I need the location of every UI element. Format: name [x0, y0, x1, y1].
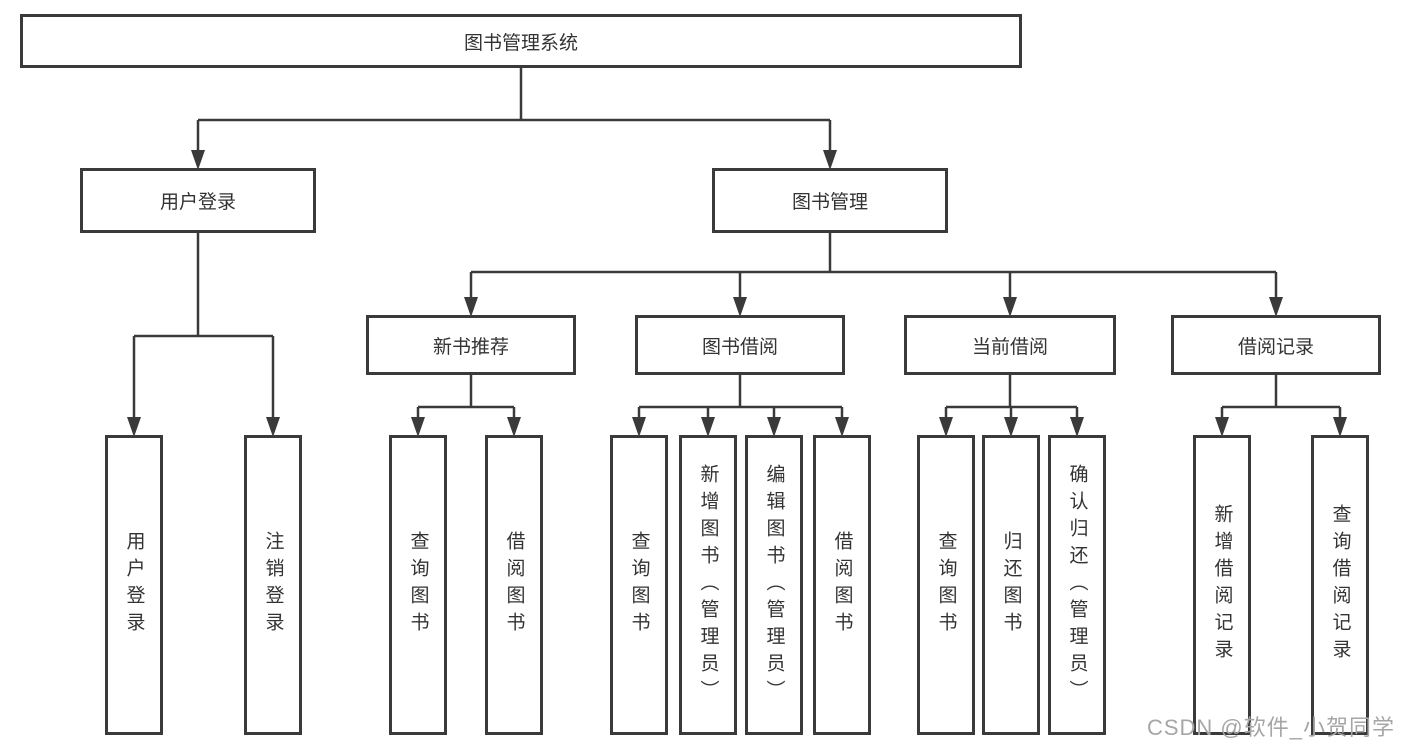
arrow-down-icon — [1215, 417, 1229, 437]
leaf-logout-login: 注销登录 — [244, 435, 302, 735]
leaf-edit-books-admin-label: 编辑图书（管理员） — [763, 463, 785, 707]
arrow-down-icon — [464, 297, 478, 317]
leaf-logout-login-label: 注销登录 — [262, 531, 284, 639]
node-borrow-records: 借阅记录 — [1171, 315, 1381, 375]
arrow-down-icon — [127, 417, 141, 437]
arrow-down-icon — [632, 417, 646, 437]
arrow-down-icon — [835, 417, 849, 437]
connector-path — [637, 375, 844, 419]
leaf-return-books-label: 归还图书 — [1000, 531, 1022, 639]
node-new-book-recommend: 新书推荐 — [366, 315, 576, 375]
node-root-label: 图书管理系统 — [463, 32, 578, 54]
leaf-recommend-borrow-books-label: 借阅图书 — [503, 531, 525, 639]
connector-current-borrow-to-leaves — [939, 375, 1084, 437]
leaf-edit-books-admin: 编辑图书（管理员） — [745, 435, 803, 735]
arrow-down-icon — [767, 417, 781, 437]
leaf-add-books-admin-label: 新增图书（管理员） — [697, 463, 719, 707]
node-book-borrow-label: 图书借阅 — [701, 336, 778, 358]
csdn-watermark: CSDN @软件_小贺同学 — [1146, 715, 1395, 740]
leaf-recommend-query-books-label: 查询图书 — [407, 531, 429, 639]
arrow-down-icon — [1070, 417, 1084, 437]
connector-root-to-level2 — [191, 68, 837, 170]
leaf-add-books-admin: 新增图书（管理员） — [679, 435, 737, 735]
arrow-down-icon — [411, 417, 425, 437]
node-root: 图书管理系统 — [20, 14, 1022, 68]
arrow-down-icon — [266, 417, 280, 437]
arrow-down-icon — [507, 417, 521, 437]
leaf-query-borrow-record: 查询借阅记录 — [1311, 435, 1369, 735]
leaf-query-borrow-record-label: 查询借阅记录 — [1329, 504, 1351, 666]
leaf-borrow-query-books: 查询图书 — [610, 435, 668, 735]
node-book-borrow: 图书借阅 — [635, 315, 845, 375]
leaf-user-login-label: 用户登录 — [123, 531, 145, 639]
leaf-recommend-borrow-books: 借阅图书 — [485, 435, 543, 735]
leaf-current-query-books: 查询图书 — [917, 435, 975, 735]
node-current-borrow: 当前借阅 — [904, 315, 1116, 375]
connector-path — [1220, 375, 1342, 419]
arrow-down-icon — [1003, 297, 1017, 317]
connector-path — [196, 68, 832, 152]
connector-borrow-records-to-leaves — [1215, 375, 1347, 437]
connector-path — [944, 375, 1079, 419]
connector-path — [132, 233, 275, 419]
arrow-down-icon — [191, 150, 205, 170]
connector-path — [416, 375, 516, 419]
arrow-down-icon — [1269, 297, 1283, 317]
leaf-current-query-books-label: 查询图书 — [935, 531, 957, 639]
leaf-add-borrow-record-label: 新增借阅记录 — [1211, 504, 1233, 666]
leaf-confirm-return-admin-label: 确认归还（管理员） — [1066, 463, 1088, 707]
arrow-down-icon — [1004, 417, 1018, 437]
leaf-add-borrow-record: 新增借阅记录 — [1193, 435, 1251, 735]
leaf-confirm-return-admin: 确认归还（管理员） — [1048, 435, 1106, 735]
arrow-down-icon — [939, 417, 953, 437]
leaf-borrow-books-label: 借阅图书 — [831, 531, 853, 639]
node-book-management-label: 图书管理 — [791, 192, 868, 213]
arrow-down-icon — [823, 150, 837, 170]
node-user-login-label: 用户登录 — [159, 192, 236, 213]
leaf-borrow-books: 借阅图书 — [813, 435, 871, 735]
leaf-recommend-query-books: 查询图书 — [389, 435, 447, 735]
connector-new-book-recommend-to-leaves — [411, 375, 521, 437]
connector-book-borrow-to-leaves — [632, 375, 849, 437]
arrow-down-icon — [701, 417, 715, 437]
leaf-return-books: 归还图书 — [982, 435, 1040, 735]
arrow-down-icon — [1333, 417, 1347, 437]
node-book-management: 图书管理 — [712, 168, 948, 233]
leaf-borrow-query-books-label: 查询图书 — [628, 531, 650, 639]
node-current-borrow-label: 当前借阅 — [971, 336, 1048, 358]
connector-book-management-to-level3 — [464, 233, 1283, 317]
node-user-login: 用户登录 — [80, 168, 316, 233]
node-new-book-recommend-label: 新书推荐 — [432, 336, 509, 358]
leaf-user-login: 用户登录 — [105, 435, 163, 735]
connector-user-login-to-leaves — [127, 233, 280, 437]
connector-path — [469, 233, 1278, 299]
node-borrow-records-label: 借阅记录 — [1237, 336, 1314, 358]
arrow-down-icon — [733, 297, 747, 317]
